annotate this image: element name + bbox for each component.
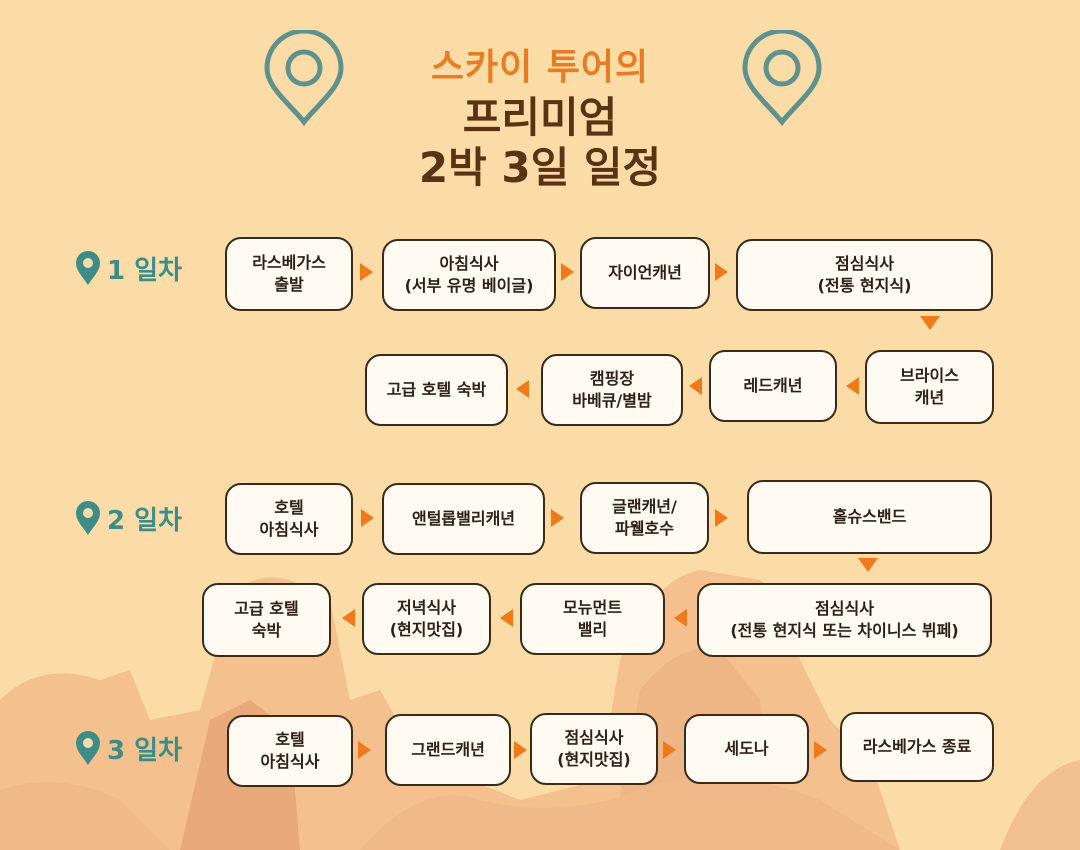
title-line-3: 2박 3일 일정 [418,143,662,192]
arrow-left [846,377,859,395]
stop-box: 브라이스 캐년 [865,350,994,424]
arrow-right [561,263,574,281]
arrow-right [663,741,676,759]
title-subtitle: 스카이 투어의 [430,47,650,88]
map-pin-icon [76,501,100,535]
stop-box: 라스베가스 출발 [225,237,353,311]
day-3-text: 3 일차 [107,735,182,766]
arrow-right [514,741,527,759]
stop-box: 고급 호텔 숙박 [365,354,508,426]
arrow-down [920,316,940,330]
arrow-left [674,609,687,627]
stop-box: 점심식사 (전통 현지식) [736,239,993,311]
stop-box: 자이언캐년 [580,237,710,309]
arrow-right [715,263,728,281]
stop-box: 아침식사 (서부 유명 베이글) [382,239,556,311]
arrow-right [361,509,374,527]
arrow-left [342,609,355,627]
stop-box: 레드캐년 [709,350,837,422]
arrow-right [358,741,371,759]
stop-box: 앤털롭밸리캐년 [382,483,545,555]
day-1-label: 1 일차 [75,248,182,288]
arrow-left [500,609,513,627]
arrow-right [551,509,564,527]
arrow-left [516,380,529,398]
stop-box: 호텔 아침식사 [225,483,353,555]
title-line-2: 프리미엄 [462,93,618,142]
stop-box: 모뉴먼트 밸리 [520,583,665,655]
stop-box: 그랜드캐년 [385,714,511,786]
day-3-label: 3 일차 [75,728,182,768]
stop-box: 세도나 [684,714,809,784]
stop-box: 점심식사 (전통 현지식 또는 차이니스 뷔페) [697,583,992,657]
map-pin-icon [264,30,344,126]
day-2-text: 2 일차 [107,505,182,536]
stop-box: 글랜캐년/ 파웰호수 [580,482,709,554]
arrow-right [814,741,827,759]
map-pin-icon [742,30,822,126]
stop-box: 고급 호텔 숙박 [202,583,331,657]
stop-box: 홀슈스밴드 [747,480,992,554]
stop-box: 라스베가스 종료 [840,712,994,782]
arrow-left [689,377,702,395]
day-1-text: 1 일차 [107,255,182,286]
stop-box: 캠핑장 바베큐/별밤 [541,354,683,426]
map-pin-icon [76,251,100,285]
arrow-down [858,558,878,572]
day-2-label: 2 일차 [75,498,182,538]
map-pin-icon [76,731,100,765]
stop-box: 호텔 아침식사 [227,715,353,787]
arrow-right [360,263,373,281]
arrow-right [715,509,728,527]
stop-box: 저녁식사 (현지맛집) [362,583,491,655]
stop-box: 점심식사 (현지맛집) [530,713,658,785]
